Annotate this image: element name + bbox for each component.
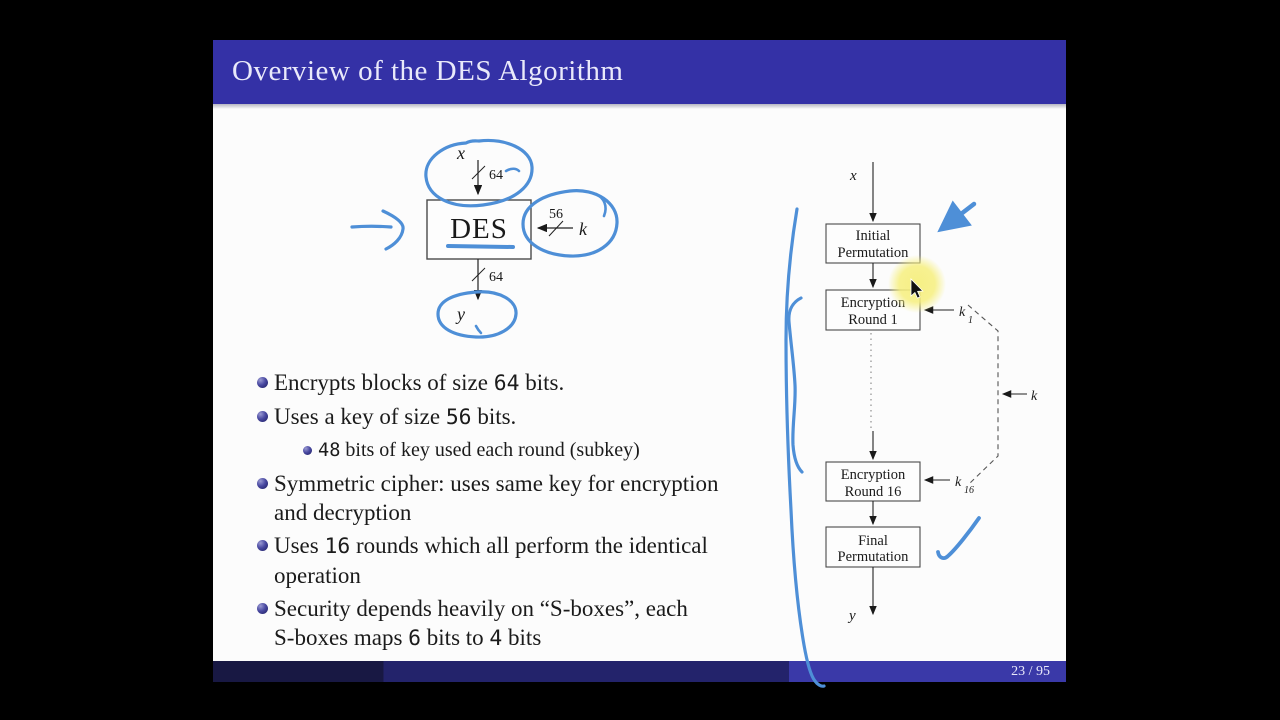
- des-box-label: DES: [450, 213, 508, 245]
- slide-content: x 64 DES 56 k 64 y: [213, 104, 1066, 661]
- flow-diagram-lines: [825, 162, 1027, 616]
- des-output-label: y: [455, 304, 465, 324]
- flow-box-round16-line2: Round 16: [845, 484, 902, 500]
- bullet-ball-icon: [257, 411, 268, 422]
- bullet-text: Security depends heavily on “S-boxes”, e…: [274, 596, 688, 651]
- flow-input-label: x: [849, 168, 857, 184]
- bullet-item: Uses 16 rounds which all perform the ide…: [257, 531, 817, 590]
- page-title: Overview of the DES Algorithm: [232, 55, 624, 87]
- des-input-bits: 64: [489, 168, 503, 183]
- page-indicator: 23 / 95: [1011, 664, 1050, 679]
- subkey16-label: k: [955, 475, 962, 490]
- subkey1-label: k: [959, 305, 966, 320]
- bullet-text: 48 bits of key used each round (subkey): [318, 439, 640, 461]
- flow-box-initial-line2: Permutation: [838, 245, 910, 261]
- des-key-bits: 56: [549, 207, 563, 222]
- bullet-ball-icon: [257, 603, 268, 614]
- bullet-list: Encrypts blocks of size 64 bits. Uses a k…: [257, 368, 817, 657]
- flow-box-round1-line2: Round 1: [848, 312, 898, 328]
- des-output-bits: 64: [489, 270, 503, 285]
- des-key-label: k: [579, 219, 588, 239]
- title-bar: Overview of the DES Algorithm: [213, 40, 1066, 104]
- bullet-text: Symmetric cipher: uses same key for encr…: [274, 471, 719, 525]
- bullet-ball-icon: [257, 540, 268, 551]
- bullet-item: Uses a key of size 56 bits.: [257, 402, 817, 432]
- flow-box-final-line2: Permutation: [838, 549, 910, 565]
- subkey16-sub: 16: [964, 485, 974, 496]
- flow-box-final-line1: Final: [858, 533, 888, 549]
- title-bar-shadow: [213, 104, 1066, 109]
- des-input-label: x: [456, 143, 465, 163]
- bullet-item: Encrypts blocks of size 64 bits.: [257, 368, 817, 398]
- bullet-item: 48 bits of key used each round (subkey): [303, 436, 817, 465]
- flow-box-round16-line1: Encryption: [841, 467, 906, 483]
- subkey1-sub: 1: [968, 315, 973, 326]
- bullet-ball-icon: [257, 478, 268, 489]
- flow-box-round1-line1: Encryption: [841, 295, 906, 311]
- bullet-ball-icon: [257, 377, 268, 388]
- flow-output-label: y: [847, 608, 856, 624]
- bullet-ball-icon: [303, 446, 312, 455]
- presentation-slide: Overview of the DES Algorithm: [213, 40, 1066, 682]
- bullet-text: Encrypts blocks of size 64 bits.: [274, 370, 565, 396]
- flow-key-label: k: [1031, 389, 1038, 404]
- footer-bar: 23 / 95: [213, 661, 1066, 682]
- flow-box-initial-line1: Initial: [856, 228, 891, 244]
- bullet-item: Security depends heavily on “S-boxes”, e…: [257, 594, 817, 653]
- des-diagram: [426, 160, 573, 301]
- bullet-text: Uses 16 rounds which all perform the ide…: [274, 533, 708, 588]
- bullet-text: Uses a key of size 56 bits.: [274, 404, 517, 430]
- bullet-item: Symmetric cipher: uses same key for encr…: [257, 469, 817, 527]
